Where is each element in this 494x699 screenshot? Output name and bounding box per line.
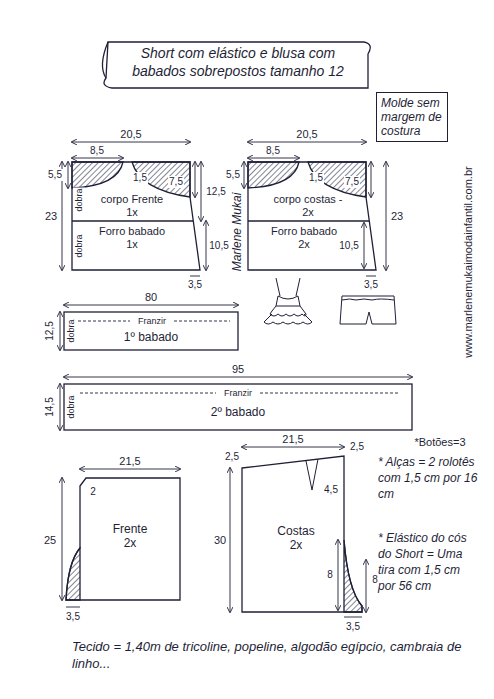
shorts-back-outline xyxy=(242,456,362,612)
piece-name: Costas 2x xyxy=(271,524,321,552)
dimension-label: 8,5 xyxy=(89,145,105,157)
shorts-piece: Costas 2x xyxy=(242,456,362,612)
back-bodice-outline xyxy=(248,162,376,270)
dimension-label: 30 xyxy=(213,534,227,546)
piece-name: corpo Frente 1x xyxy=(99,193,165,219)
vertical-label: 12,5 xyxy=(44,320,56,341)
vertical-label: 14,5 xyxy=(44,396,56,417)
note-text: * Elástico do cós do Short = Uma tira co… xyxy=(378,530,478,594)
hatch xyxy=(132,162,190,197)
dimension-label: 8,5 xyxy=(265,145,281,157)
dimension-label: 1,5 xyxy=(132,172,148,184)
diagram-title: Short com elástico e blusa com babados s… xyxy=(112,44,364,80)
vertical-label: dobra xyxy=(65,394,77,419)
dimension-lines xyxy=(62,142,386,276)
dimension-label: 23 xyxy=(390,210,404,222)
dimension-label: 80 xyxy=(144,291,158,303)
shorts-dimensions xyxy=(62,447,366,617)
dimension-label: 4,5 xyxy=(323,484,339,496)
dimension-label: 7,5 xyxy=(344,176,360,188)
piece-name: 2º babado xyxy=(178,405,298,419)
piece-name: Frente 2x xyxy=(105,522,155,550)
dimension-label: 1,5 xyxy=(308,172,324,184)
dimension-label: 5,5 xyxy=(225,169,241,181)
note-text: Molde sem margem de costura xyxy=(381,96,443,138)
title-scroll xyxy=(104,42,370,88)
dimension-label: 8 xyxy=(326,569,334,581)
vertical-label: dobra xyxy=(73,233,85,258)
hatch xyxy=(66,548,80,600)
piece-lining: Forro babado 1x xyxy=(95,225,169,251)
dimension-label: Franzir xyxy=(137,315,167,327)
dimension-label: 3,5 xyxy=(65,611,81,623)
dimension-label: 12,5 xyxy=(205,186,226,198)
dart xyxy=(306,459,318,490)
piece-name: 1º babado xyxy=(106,330,196,344)
dimension-label: 2,5 xyxy=(224,451,240,463)
dimension-label: 20,5 xyxy=(119,128,142,140)
dimension-label: 3,5 xyxy=(345,621,361,633)
hatch xyxy=(344,540,362,612)
dimension-label: 25 xyxy=(43,534,57,546)
dimension-label: 7,5 xyxy=(168,176,184,188)
dimension-label: 95 xyxy=(231,363,245,375)
piece-lining: Forro babado 2x xyxy=(267,225,341,251)
hatch xyxy=(248,162,299,188)
dimension-label: 21,5 xyxy=(118,455,141,467)
front-bodice-outline xyxy=(72,162,200,270)
dimension-label: 21,5 xyxy=(281,433,304,445)
dimension-label: 5,5 xyxy=(47,169,63,181)
note-text: Tecido = 1,40m de tricoline, popeline, a… xyxy=(72,638,462,672)
vertical-label: dobra xyxy=(65,318,77,343)
dimension-label: 8 xyxy=(371,574,379,586)
vertical-label: dobra xyxy=(73,187,85,212)
dimension-label: 2 xyxy=(89,486,97,498)
hatch xyxy=(72,162,123,188)
dimension-label: 3,5 xyxy=(363,279,379,291)
dimension-label: 10,5 xyxy=(338,240,359,252)
vertical-label: Marlene Mukai xyxy=(231,192,243,273)
shorts-piece: Frente 2x xyxy=(66,478,180,600)
note-text: * Alças = 2 rolotês com 1,5 cm por 16 cm xyxy=(378,454,478,502)
piece-name: corpo costas - 2x xyxy=(273,193,343,219)
dimension-label: 2,5 xyxy=(349,441,365,453)
dimension-label: 23 xyxy=(44,210,58,222)
dimension-label: Franzir xyxy=(223,387,253,399)
fold-line xyxy=(72,220,193,221)
dimension-label: 20,5 xyxy=(295,128,318,140)
vertical-label: www.marlenemukaimodainfantil.com.br xyxy=(462,165,474,358)
scroll-curl xyxy=(102,42,108,78)
shorts-front-outline xyxy=(66,478,180,600)
ruffle-1-outline xyxy=(64,312,238,350)
garment-sketch xyxy=(264,278,396,324)
dimension-label: *Botões=3 xyxy=(413,436,466,448)
note-box: Molde sem margem de costura xyxy=(376,92,448,142)
ruffle-2-outline xyxy=(64,384,412,430)
hatch xyxy=(308,162,366,197)
dimension-label: 10,5 xyxy=(208,240,229,252)
dimension-label: 3,5 xyxy=(187,279,203,291)
fold-line xyxy=(248,220,369,221)
